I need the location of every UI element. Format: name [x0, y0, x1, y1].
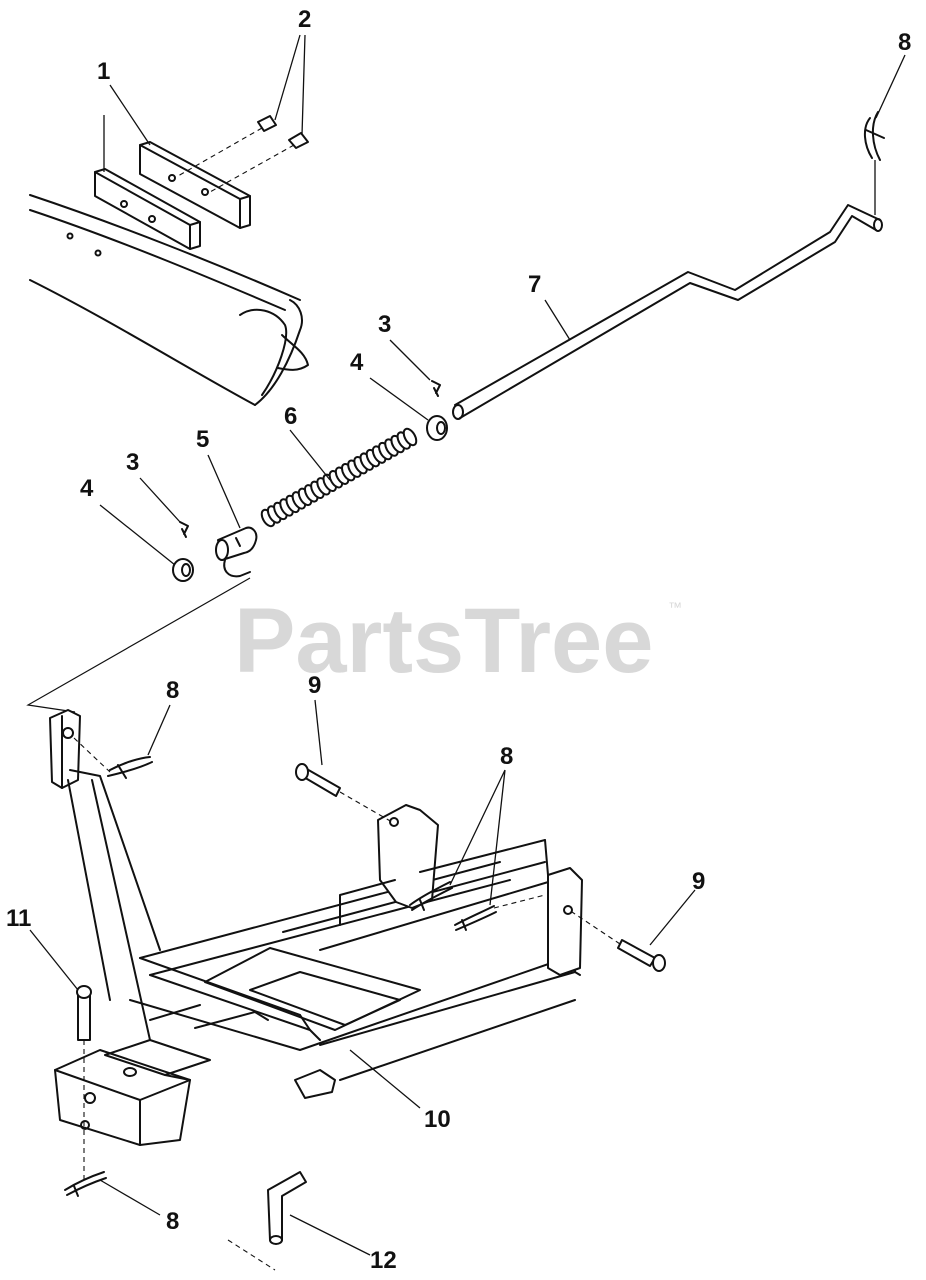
callout-8: 8	[500, 743, 513, 770]
callout-1: 1	[97, 58, 110, 85]
callout-3: 3	[126, 449, 139, 476]
a-frame-part	[49, 709, 583, 1146]
rod-part	[452, 204, 883, 420]
callout-labels: 1 2 8 7 3 4 6 5 3 4 8 9 8 9 11 10 8 12	[6, 6, 911, 1274]
hair-pin-part	[864, 111, 885, 215]
watermark-trademark: ™	[668, 599, 682, 615]
hair-pin-part	[64, 737, 546, 1197]
callout-4: 4	[350, 349, 364, 376]
callout-9: 9	[692, 868, 705, 895]
callout-7: 7	[528, 271, 541, 298]
spring-part	[260, 427, 418, 528]
wear-bar-part	[94, 141, 251, 250]
callout-12: 12	[370, 1247, 397, 1274]
callout-4: 4	[80, 475, 94, 502]
callout-9: 9	[308, 672, 321, 699]
callout-2: 2	[298, 6, 311, 33]
callout-8: 8	[898, 29, 911, 56]
callout-5: 5	[196, 426, 209, 453]
spring-anchor-part	[215, 526, 258, 578]
leader-lines	[29, 34, 906, 1256]
callout-11: 11	[6, 905, 31, 932]
collar-part	[172, 415, 448, 582]
watermark-text: PartsTree	[234, 590, 653, 692]
bolt-part	[177, 115, 309, 193]
l-pin-part	[227, 1171, 307, 1271]
callout-3: 3	[378, 311, 391, 338]
hitch-pin-part	[76, 985, 92, 1180]
guide-line	[26, 577, 251, 713]
callout-8: 8	[166, 677, 179, 704]
blade-part	[29, 194, 309, 406]
set-screw-part	[179, 380, 441, 538]
callout-6: 6	[284, 403, 297, 430]
callout-8: 8	[166, 1208, 179, 1235]
callout-10: 10	[424, 1106, 451, 1133]
clevis-pin-part	[295, 763, 666, 972]
spring-coil	[402, 427, 418, 447]
